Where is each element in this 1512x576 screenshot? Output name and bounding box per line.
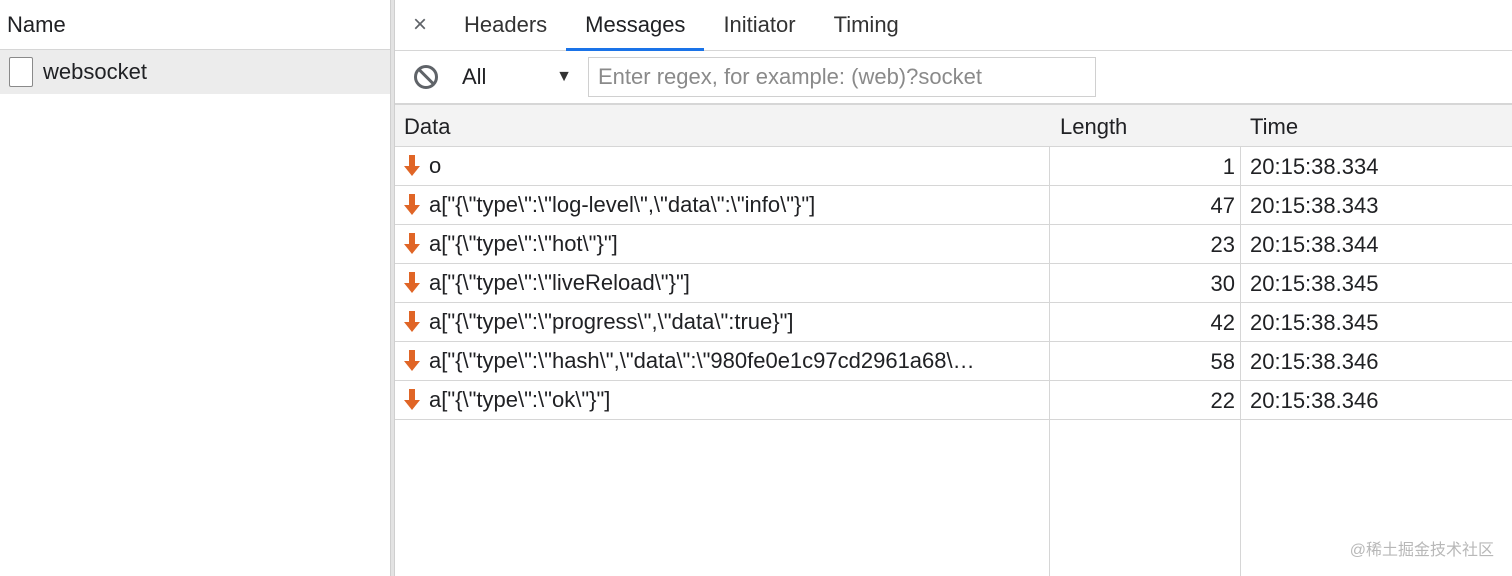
message-length: 30 bbox=[1210, 271, 1235, 296]
received-arrow-icon bbox=[404, 155, 420, 177]
table-row[interactable]: a["{\"type\":\"ok\"}"] 22 20:15:38.346 bbox=[395, 381, 1512, 420]
message-time: 20:15:38.345 bbox=[1250, 310, 1379, 335]
table-row[interactable]: a["{\"type\":\"liveReload\"}"] 30 20:15:… bbox=[395, 264, 1512, 303]
regex-filter-input[interactable]: Enter regex, for example: (web)?socket bbox=[588, 57, 1096, 97]
table-row[interactable]: a["{\"type\":\"progress\",\"data\":true}… bbox=[395, 303, 1512, 342]
tab-initiator[interactable]: Initiator bbox=[723, 12, 796, 37]
message-filter-bar: All ▼ Enter regex, for example: (web)?so… bbox=[395, 51, 1512, 104]
request-item-websocket[interactable]: websocket bbox=[0, 50, 390, 94]
chevron-down-icon: ▼ bbox=[556, 68, 572, 85]
request-list-panel: Name websocket bbox=[0, 0, 390, 576]
message-time: 20:15:38.346 bbox=[1250, 349, 1379, 374]
received-arrow-icon bbox=[404, 233, 420, 255]
message-data: a["{\"type\":\"hot\"}"] bbox=[429, 231, 618, 256]
message-length: 42 bbox=[1210, 310, 1235, 335]
message-length: 47 bbox=[1210, 193, 1235, 218]
message-length: 22 bbox=[1210, 388, 1235, 413]
clear-messages-icon[interactable] bbox=[414, 65, 438, 89]
message-data: a["{\"type\":\"progress\",\"data\":true}… bbox=[429, 309, 794, 334]
message-data: a["{\"type\":\"log-level\",\"data\":\"in… bbox=[429, 192, 816, 217]
watermark: @稀土掘金技术社区 bbox=[1349, 542, 1494, 559]
tab-timing[interactable]: Timing bbox=[833, 12, 899, 37]
details-panel: × Headers Messages Initiator Timing All … bbox=[395, 0, 1512, 576]
tab-headers[interactable]: Headers bbox=[464, 12, 548, 37]
message-length: 1 bbox=[1222, 154, 1235, 179]
received-arrow-icon bbox=[404, 389, 420, 411]
column-divider[interactable] bbox=[1240, 104, 1241, 576]
received-arrow-icon bbox=[404, 350, 420, 372]
column-header-length[interactable]: Length bbox=[1060, 114, 1128, 139]
tab-messages[interactable]: Messages bbox=[566, 0, 705, 51]
name-column-header[interactable]: Name bbox=[0, 0, 390, 50]
message-data: a["{\"type\":\"liveReload\"}"] bbox=[429, 270, 690, 295]
message-time: 20:15:38.334 bbox=[1250, 154, 1379, 179]
panel-resizer[interactable] bbox=[390, 0, 395, 576]
received-arrow-icon bbox=[404, 272, 420, 294]
messages-table: Data Length Time o 1 20:15:38.334 a["{\"… bbox=[395, 104, 1512, 576]
message-data: a["{\"type\":\"ok\"}"] bbox=[429, 387, 611, 412]
received-arrow-icon bbox=[404, 311, 420, 333]
table-row[interactable]: a["{\"type\":\"log-level\",\"data\":\"in… bbox=[395, 186, 1512, 225]
column-divider[interactable] bbox=[1049, 104, 1050, 576]
received-arrow-icon bbox=[404, 194, 420, 216]
table-row[interactable]: a["{\"type\":\"hot\"}"] 23 20:15:38.344 bbox=[395, 225, 1512, 264]
table-header: Data Length Time bbox=[395, 104, 1512, 147]
message-time: 20:15:38.346 bbox=[1250, 388, 1379, 413]
message-length: 58 bbox=[1210, 349, 1235, 374]
message-data: o bbox=[429, 153, 442, 178]
document-icon bbox=[9, 57, 33, 87]
request-item-label: websocket bbox=[43, 59, 147, 84]
message-length: 23 bbox=[1210, 232, 1235, 257]
message-time: 20:15:38.345 bbox=[1250, 271, 1379, 296]
details-tabbar: × Headers Messages Initiator Timing bbox=[395, 0, 1512, 51]
column-header-data[interactable]: Data bbox=[404, 114, 451, 139]
close-icon[interactable]: × bbox=[412, 11, 427, 38]
message-type-select[interactable]: All ▼ bbox=[462, 64, 572, 90]
message-time: 20:15:38.343 bbox=[1250, 193, 1379, 218]
table-row[interactable]: o 1 20:15:38.334 bbox=[395, 147, 1512, 186]
message-type-value: All bbox=[462, 64, 487, 89]
column-header-time[interactable]: Time bbox=[1250, 114, 1299, 139]
table-row[interactable]: a["{\"type\":\"hash\",\"data\":\"980fe0e… bbox=[395, 342, 1512, 381]
message-data: a["{\"type\":\"hash\",\"data\":\"980fe0e… bbox=[429, 348, 975, 373]
message-time: 20:15:38.344 bbox=[1250, 232, 1379, 257]
